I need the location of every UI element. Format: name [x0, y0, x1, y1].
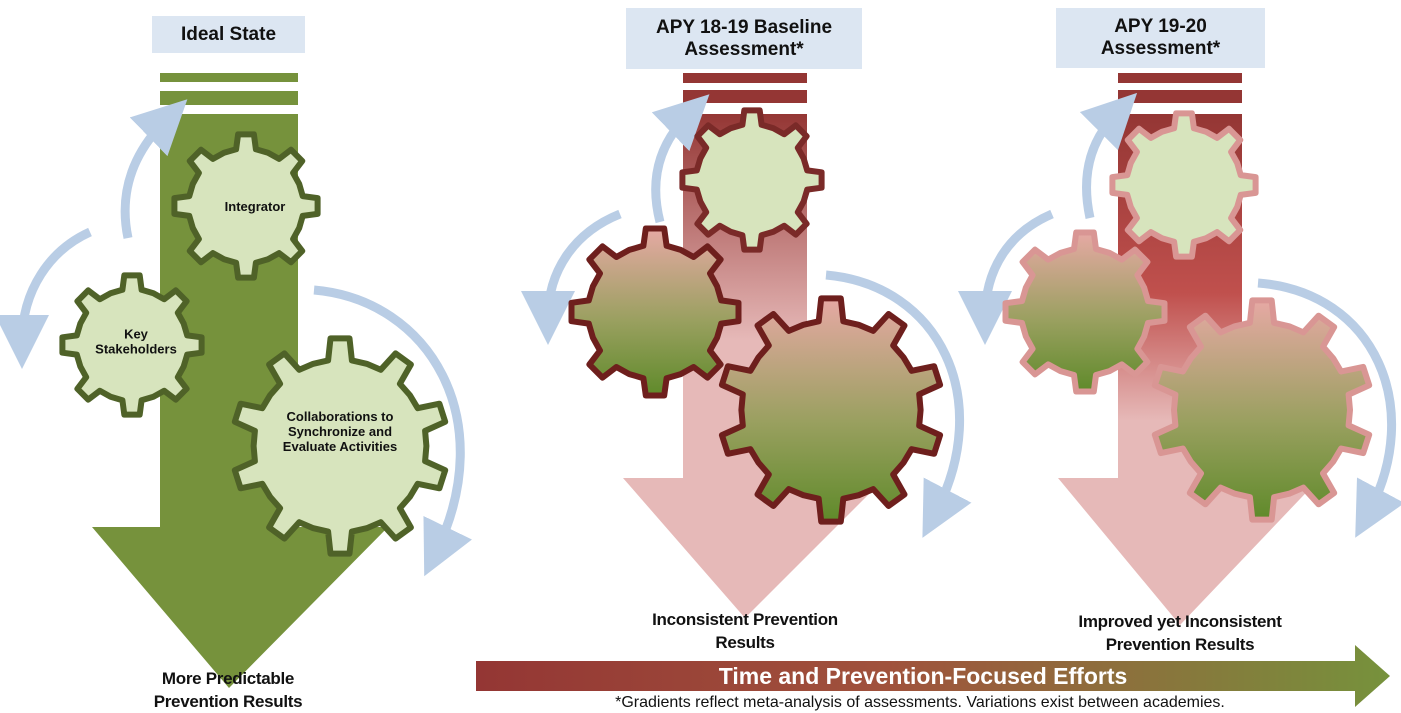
- gear-body: [59, 272, 205, 418]
- gear-icon: [568, 225, 742, 399]
- gear-label-integrator: Integrator: [225, 199, 286, 214]
- timeline-label: Time and Prevention-Focused Efforts: [719, 663, 1128, 689]
- gear-icon: [718, 295, 944, 525]
- result-label-ideal: More Predictable Prevention Results: [153, 669, 303, 711]
- result-label-baseline: Inconsistent Prevention Results: [652, 610, 838, 652]
- cycle-arrow: [313, 285, 473, 577]
- cycle-arrow: [0, 227, 92, 369]
- gear-icon: [679, 107, 825, 253]
- cycle-arrow: [120, 99, 188, 239]
- gear-icon: [1002, 229, 1168, 395]
- gear-icon: [231, 335, 449, 557]
- gear-icon: [1151, 297, 1373, 523]
- panel-title-baseline: APY 18-19 Baseline Assessment*: [626, 8, 862, 69]
- top-bar: [160, 91, 298, 105]
- top-bar: [160, 73, 298, 82]
- gear-body: [1109, 110, 1259, 260]
- gear-body: [568, 225, 742, 399]
- gear-body: [679, 107, 825, 253]
- gear-icon: [59, 272, 205, 418]
- apy-19-20-panel: [958, 73, 1401, 625]
- gear-body: [718, 295, 944, 525]
- cycle-arrow: [1257, 278, 1401, 538]
- ideal-state-panel: [0, 73, 473, 688]
- cycle-arrow: [651, 94, 710, 224]
- cycle-arrow: [958, 209, 1054, 345]
- result-label-apy-19-20: Improved yet Inconsistent Prevention Res…: [1078, 612, 1282, 654]
- timeline-arrow: Time and Prevention-Focused Efforts: [476, 645, 1390, 707]
- gear-body: [231, 335, 449, 557]
- top-bar: [683, 73, 807, 83]
- cycle-arrow: [1079, 92, 1138, 219]
- gear-body: [1002, 229, 1168, 395]
- cycle-arrow: [521, 209, 622, 345]
- gear-body: [171, 131, 321, 281]
- top-bar: [1118, 90, 1242, 103]
- cycle-arrow: [825, 270, 972, 538]
- gear-body: [1151, 297, 1373, 523]
- panel-title-ideal-state: Ideal State: [152, 16, 305, 53]
- top-bar: [683, 90, 807, 103]
- top-bar: [1118, 73, 1242, 83]
- gear-icon: [1109, 110, 1259, 260]
- baseline-panel: [521, 73, 972, 618]
- gear-icon: [171, 131, 321, 281]
- footnote: *Gradients reflect meta-analysis of asse…: [615, 694, 1225, 711]
- panel-title-apy-19-20: APY 19-20 Assessment*: [1056, 8, 1265, 68]
